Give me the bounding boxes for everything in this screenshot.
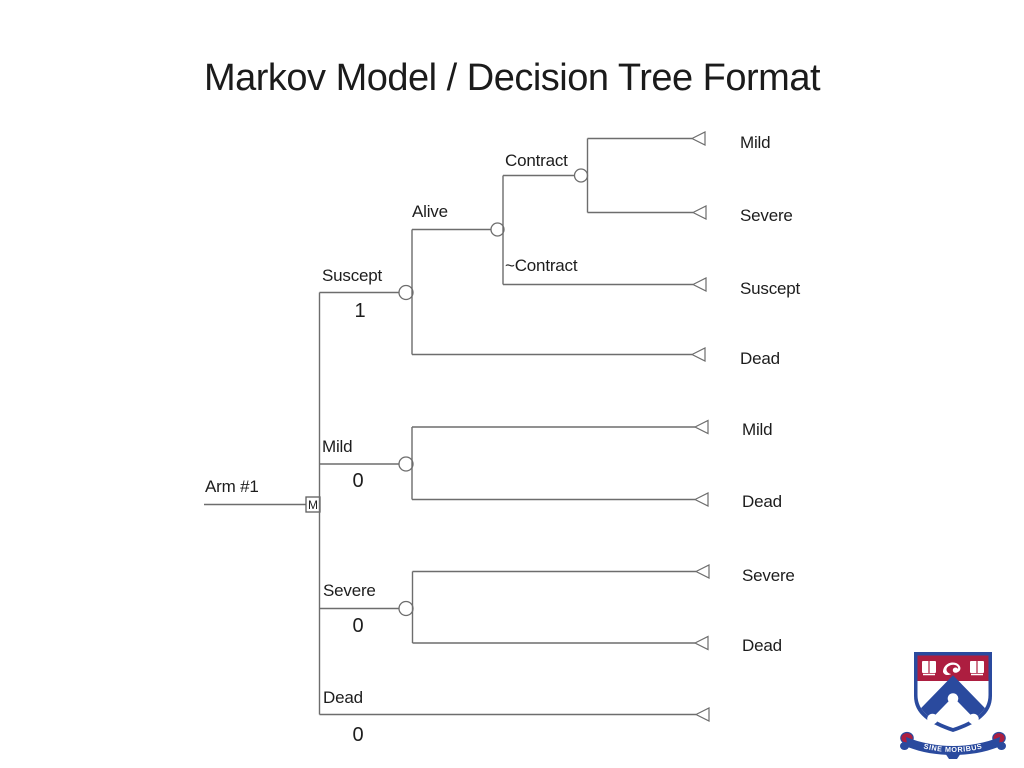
dolphin-icon bbox=[943, 662, 961, 676]
terminal-node bbox=[693, 419, 709, 435]
branch-label-contract: Contract bbox=[505, 151, 568, 170]
terminal-label-suscept: Suscept bbox=[740, 279, 801, 298]
branch-label-suscept: Suscept bbox=[322, 266, 383, 285]
chance-node-severe bbox=[398, 600, 414, 617]
branch-label-mild: Mild bbox=[322, 437, 352, 456]
terminal-node bbox=[694, 564, 710, 579]
shield-chevron bbox=[917, 675, 989, 728]
slide-title: Markov Model / Decision Tree Format bbox=[203, 57, 821, 99]
branch-value-severe: 0 bbox=[352, 615, 363, 637]
branch-value-mild: 0 bbox=[352, 470, 363, 492]
motto-text: SINE MORIBUS bbox=[923, 742, 983, 755]
terminal-label-dead: Dead bbox=[740, 349, 780, 368]
branch-label-dead: Dead bbox=[323, 688, 363, 707]
branch-value-dead: 0 bbox=[352, 724, 363, 746]
markov-node-symbol: M bbox=[308, 498, 318, 512]
terminal-node bbox=[693, 635, 709, 651]
open-book-icon bbox=[970, 661, 984, 676]
branch-label-alive: Alive bbox=[412, 202, 448, 221]
ribbon-curl bbox=[997, 742, 1006, 750]
terminal-label-severe: Severe bbox=[740, 206, 793, 225]
branch-label-not-contract: ~Contract bbox=[505, 256, 578, 275]
chance-node-suscept bbox=[398, 284, 414, 301]
chance-node-mild bbox=[398, 456, 414, 472]
terminal-label-dead: Dead bbox=[742, 492, 782, 511]
branch-label-severe: Severe bbox=[323, 581, 376, 600]
terminal-node bbox=[694, 707, 710, 722]
arm-label: Arm #1 bbox=[205, 477, 259, 496]
plate-circle bbox=[927, 713, 938, 725]
terminal-label-mild: Mild bbox=[740, 133, 770, 152]
terminal-node bbox=[693, 492, 709, 507]
terminal-label-dead: Dead bbox=[742, 636, 782, 655]
chance-node-contract bbox=[573, 168, 589, 183]
terminal-label-severe: Severe bbox=[742, 566, 795, 585]
penn-shield-logo: SINE MORIBUS bbox=[900, 652, 1006, 759]
open-book-icon bbox=[922, 661, 936, 676]
chance-node-alive bbox=[490, 222, 505, 237]
ribbon-curl bbox=[900, 742, 909, 750]
terminal-node bbox=[691, 205, 707, 220]
plate-circle bbox=[968, 713, 979, 725]
terminal-node bbox=[690, 347, 706, 362]
ribbon-fold bbox=[946, 754, 960, 759]
plate-circle bbox=[947, 693, 959, 704]
terminal-node bbox=[690, 131, 706, 146]
terminal-node bbox=[691, 277, 707, 292]
branch-value-suscept: 1 bbox=[354, 300, 365, 322]
motto-ribbon bbox=[906, 737, 1000, 755]
terminal-label-mild: Mild bbox=[742, 420, 772, 439]
